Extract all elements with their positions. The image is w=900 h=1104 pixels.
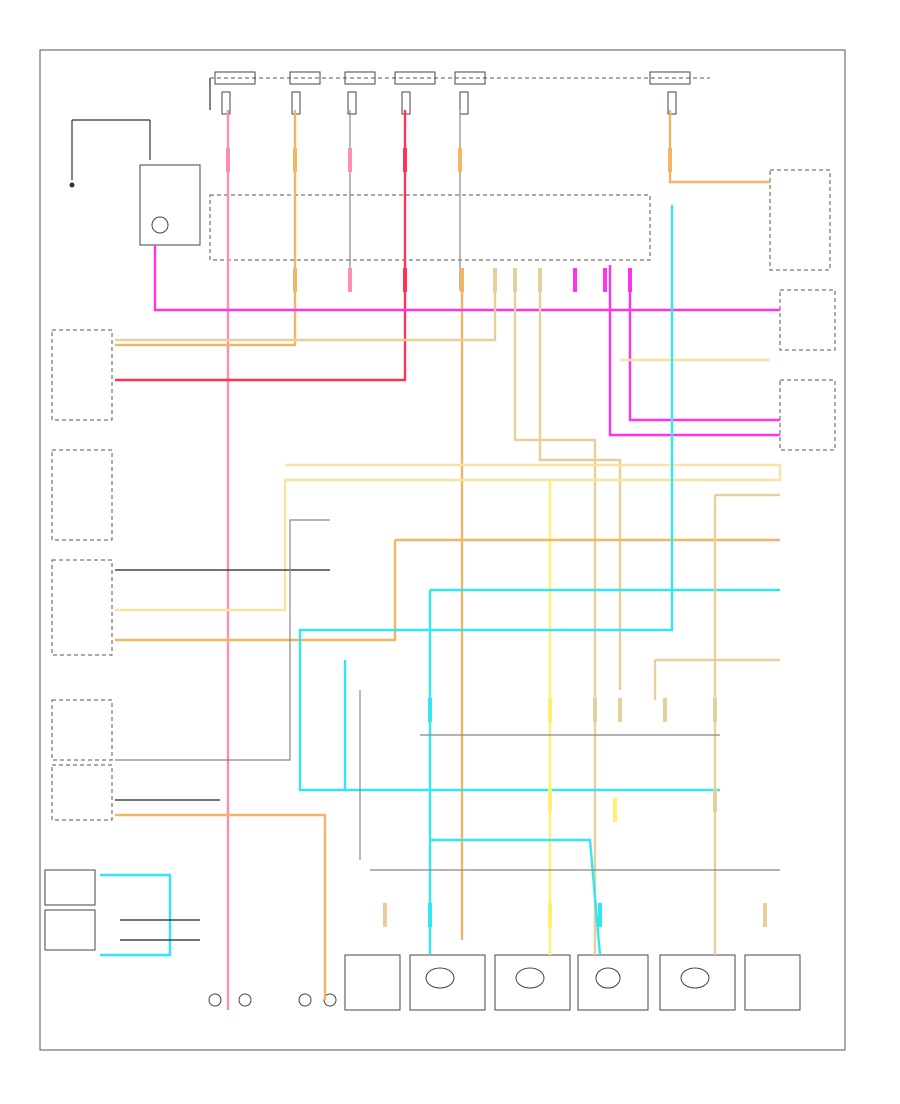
front-lamps (208, 993, 337, 1007)
connector-pin-0 (226, 148, 230, 172)
wire-tan-12 (538, 270, 622, 690)
wire-orange-24 (115, 813, 327, 1000)
wire-magenta-7 (153, 245, 780, 312)
connector-pin-6 (293, 268, 297, 292)
connector-pin-15 (628, 268, 632, 292)
wire-orange-1 (115, 110, 297, 347)
connector-pin-13 (573, 268, 577, 292)
wire-magenta-9 (628, 270, 780, 422)
connector-pin-1 (293, 148, 297, 172)
wire-tan-10 (115, 270, 497, 342)
connector-pin-9 (460, 268, 464, 292)
right-modules (769, 169, 836, 451)
wire-tan-22 (713, 493, 780, 955)
wire-layer (100, 110, 782, 1010)
wire-cyan-20 (430, 838, 602, 956)
connector-pin-4 (458, 148, 462, 172)
connector-pin-12 (538, 268, 542, 292)
connector-pin-24 (713, 788, 717, 812)
connector-pin-20 (663, 698, 667, 722)
connector-pin-23 (613, 798, 617, 822)
wire-tan-23 (653, 658, 780, 700)
connector-pin-16 (428, 698, 432, 722)
connector-pin-28 (598, 903, 602, 927)
fuse-block (209, 194, 651, 261)
connector-pin-17 (548, 698, 552, 722)
connector-pin-5 (668, 148, 672, 172)
diagram-border (39, 49, 846, 1051)
fuse-markers (221, 91, 677, 115)
connector-pin-26 (428, 903, 432, 927)
connector-pin-25 (383, 903, 387, 927)
wire-gray-27 (115, 519, 330, 761)
connector-pin-29 (763, 903, 767, 927)
wire-lightyellow-13 (115, 463, 782, 612)
connector-pin-14 (603, 268, 607, 292)
connector-pin-27 (548, 903, 552, 927)
connector-pin-22 (548, 788, 552, 812)
connector-pin-10 (493, 268, 497, 292)
wire-orange-2 (668, 110, 770, 184)
wire-black-31 (120, 919, 200, 941)
wire-magenta-8 (608, 265, 780, 437)
connector-pin-3 (403, 148, 407, 172)
connector-pin-11 (513, 268, 517, 292)
connector-pin-7 (348, 268, 352, 292)
connector-pin-18 (593, 698, 597, 722)
rear-lamps (344, 954, 801, 1011)
wire-cyan-18 (428, 588, 780, 955)
wire-tan-11 (513, 270, 597, 955)
connector-pin-21 (713, 698, 717, 722)
connector-pin-19 (618, 698, 622, 722)
wire-cyan-21 (100, 873, 172, 957)
ignition-switch (69, 119, 201, 246)
connector-pin-8 (403, 268, 407, 292)
wire-red-4 (115, 110, 407, 382)
wire-cyan-17 (298, 205, 720, 792)
left-modules (44, 329, 113, 951)
connector-pin-2 (348, 148, 352, 172)
power-feed-bus (209, 71, 710, 110)
